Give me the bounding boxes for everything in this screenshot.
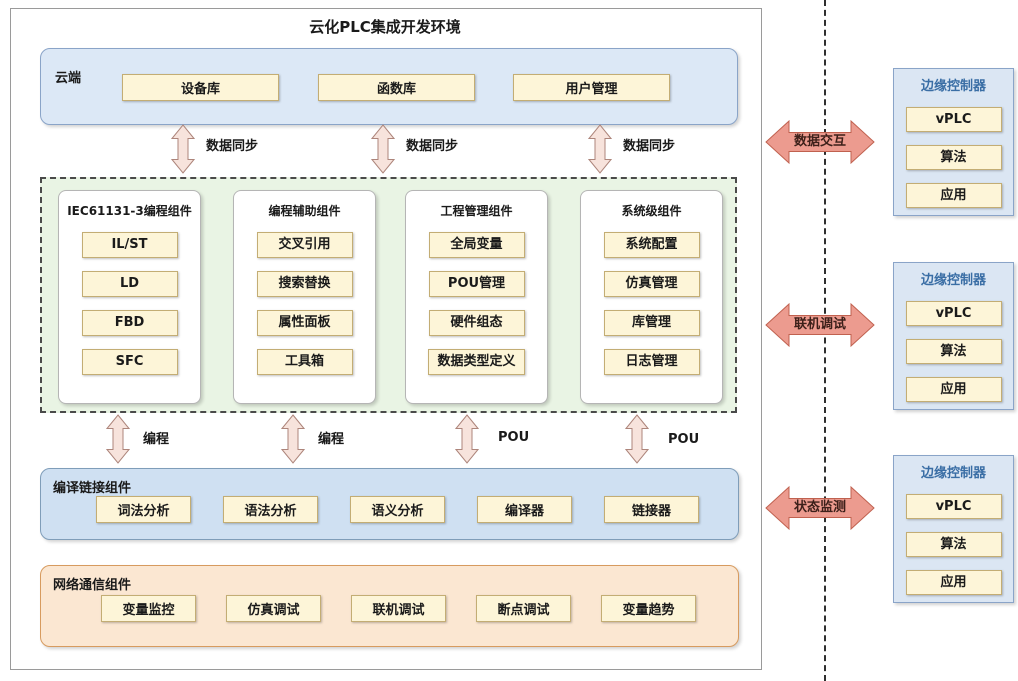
- edge-controller-title: 边缘控制器: [920, 466, 986, 481]
- network-item-breakpoint: 断点调试: [476, 595, 571, 622]
- edge-item-vplc: vPLC: [905, 107, 1002, 132]
- edge-controller-1: 边缘控制器 vPLC 算法 应用: [893, 68, 1014, 216]
- edge-controller-2: 边缘控制器 vPLC 算法 应用: [893, 262, 1014, 410]
- edge-controller-3: 边缘控制器 vPLC 算法 应用: [893, 455, 1014, 603]
- component-column-project: 工程管理组件 全局变量 POU管理 硬件组态 数据类型定义: [405, 190, 548, 404]
- column-item: 工具箱: [256, 349, 353, 375]
- edge-item-algorithm: 算法: [905, 145, 1002, 170]
- column-title: 系统级组件: [621, 204, 682, 218]
- compile-link-row: 词法分析 语法分析 语义分析 编译器 链接器: [96, 496, 699, 523]
- flow-arrow-label: POU: [668, 432, 700, 447]
- h-arrow-icon: [765, 485, 875, 531]
- compile-link-label: 编译链接组件: [53, 481, 132, 496]
- network-comm-label: 网络通信组件: [53, 578, 132, 593]
- link-arrow-label: 联机调试: [793, 317, 846, 332]
- compile-item-semantic: 语义分析: [350, 496, 445, 523]
- column-item: 全局变量: [428, 232, 525, 258]
- component-column-assist: 编程辅助组件 交叉引用 搜索替换 属性面板 工具箱: [233, 190, 376, 404]
- compile-item-syntax: 语法分析: [223, 496, 318, 523]
- sync-arrow-label: 数据同步: [206, 139, 259, 154]
- component-column-iec: IEC61131-3编程组件 IL/ST LD FBD SFC: [58, 190, 201, 404]
- column-item: 属性面板: [256, 310, 353, 336]
- cloud-item-function-library: 函数库: [318, 74, 475, 101]
- sync-arrow-icon: [587, 124, 613, 174]
- flow-arrow-label: 编程: [318, 432, 345, 447]
- column-item: 日志管理: [603, 349, 700, 375]
- column-item: 交叉引用: [256, 232, 353, 258]
- column-title: IEC61131-3编程组件: [67, 204, 192, 218]
- cloud-item-user-management: 用户管理: [513, 74, 670, 101]
- network-comm-row: 变量监控 仿真调试 联机调试 断点调试 变量趋势: [101, 595, 696, 622]
- column-item: 库管理: [603, 310, 700, 336]
- compile-item-lexical: 词法分析: [96, 496, 191, 523]
- flow-arrow-icon: [624, 414, 650, 464]
- column-title: 编程辅助组件: [268, 204, 341, 218]
- network-item-online-debug: 联机调试: [351, 595, 446, 622]
- component-column-system: 系统级组件 系统配置 仿真管理 库管理 日志管理: [580, 190, 723, 404]
- edge-item-application: 应用: [905, 570, 1002, 595]
- column-item: 搜索替换: [256, 271, 353, 297]
- edge-item-vplc: vPLC: [905, 301, 1002, 326]
- link-arrow-status-monitor: 状态监测: [765, 485, 875, 531]
- column-item: 系统配置: [603, 232, 700, 258]
- column-item: 硬件组态: [428, 310, 525, 336]
- sync-arrow-label: 数据同步: [406, 139, 459, 154]
- edge-item-application: 应用: [905, 377, 1002, 402]
- column-item: FBD: [81, 310, 178, 336]
- compile-item-linker: 链接器: [604, 496, 699, 523]
- edge-item-application: 应用: [905, 183, 1002, 208]
- network-comm-section: 网络通信组件 变量监控 仿真调试 联机调试 断点调试 变量趋势: [40, 565, 739, 647]
- edge-item-algorithm: 算法: [905, 532, 1002, 557]
- diagram-title: 云化PLC集成开发环境: [309, 18, 461, 36]
- column-title: 工程管理组件: [440, 204, 513, 218]
- component-groups-section: IEC61131-3编程组件 IL/ST LD FBD SFC 编程辅助组件 交…: [40, 177, 737, 413]
- link-arrow-label: 状态监测: [793, 500, 846, 515]
- compile-item-compiler: 编译器: [477, 496, 572, 523]
- edge-item-vplc: vPLC: [905, 494, 1002, 519]
- column-item: SFC: [81, 349, 178, 375]
- network-item-var-monitor: 变量监控: [101, 595, 196, 622]
- cloud-section: 云端 设备库 函数库 用户管理: [40, 48, 738, 125]
- link-arrow-data-exchange: 数据交互: [765, 119, 875, 165]
- sync-arrow-label: 数据同步: [623, 139, 676, 154]
- column-item: LD: [81, 271, 178, 297]
- column-item: IL/ST: [81, 232, 178, 258]
- edge-controller-title: 边缘控制器: [920, 79, 986, 94]
- flow-arrow-icon: [454, 414, 480, 464]
- cloud-label: 云端: [55, 71, 82, 86]
- flow-arrow-icon: [105, 414, 131, 464]
- sync-arrow-icon: [370, 124, 396, 174]
- link-arrow-online-debug: 联机调试: [765, 302, 875, 348]
- h-arrow-icon: [765, 302, 875, 348]
- h-arrow-icon: [765, 119, 875, 165]
- column-item: POU管理: [428, 271, 525, 297]
- link-arrow-label: 数据交互: [793, 134, 846, 149]
- edge-item-algorithm: 算法: [905, 339, 1002, 364]
- flow-arrow-label: POU: [498, 430, 530, 445]
- compile-link-section: 编译链接组件 词法分析 语法分析 语义分析 编译器 链接器: [40, 468, 739, 540]
- network-item-var-trend: 变量趋势: [601, 595, 696, 622]
- flow-arrow-label: 编程: [143, 432, 170, 447]
- column-item: 仿真管理: [603, 271, 700, 297]
- network-item-sim-debug: 仿真调试: [226, 595, 321, 622]
- boundary-dashed-line: [824, 0, 826, 681]
- cloud-item-device-library: 设备库: [122, 74, 279, 101]
- column-item: 数据类型定义: [428, 349, 525, 375]
- edge-controller-title: 边缘控制器: [920, 273, 986, 288]
- sync-arrow-icon: [170, 124, 196, 174]
- flow-arrow-icon: [280, 414, 306, 464]
